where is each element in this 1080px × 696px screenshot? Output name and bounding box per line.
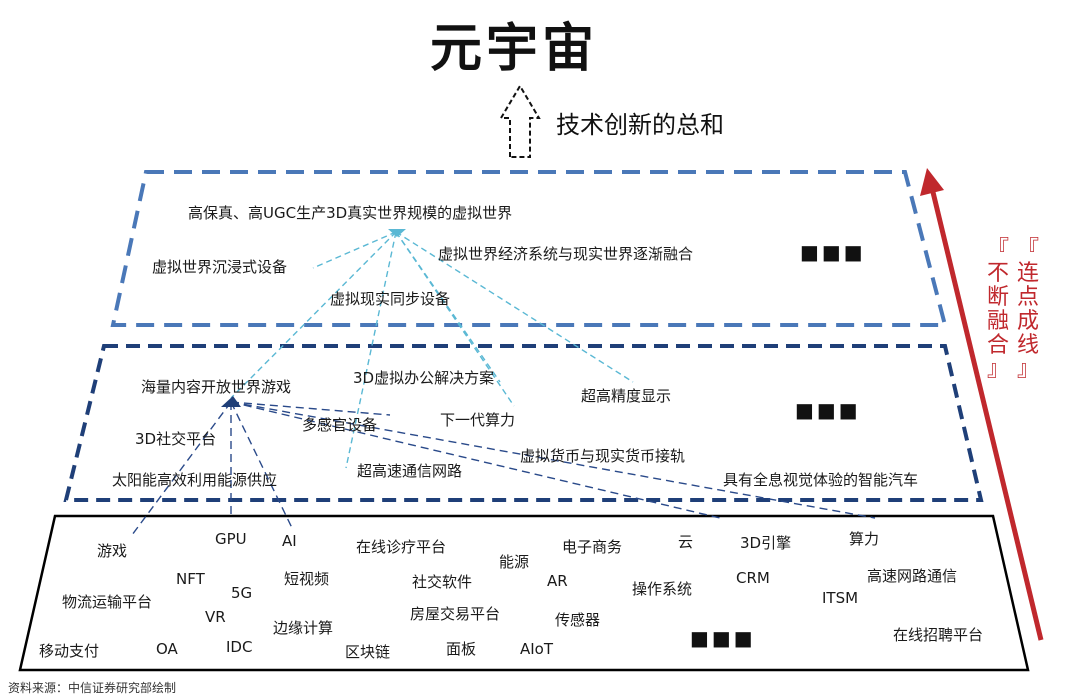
- side-right-char: 成: [1016, 309, 1039, 334]
- base-item: 能源: [499, 553, 530, 571]
- middle-item: 3D虚拟办公解决方案: [353, 369, 495, 387]
- base-item: 操作系统: [632, 580, 693, 598]
- base-item: 面板: [446, 640, 477, 658]
- top-node-marker: [388, 229, 406, 237]
- top-item: 虚拟世界经济系统与现实世界逐渐融合: [438, 245, 694, 263]
- base-item: OA: [156, 640, 178, 658]
- base-more-icon: ■■■: [690, 626, 756, 650]
- base-item: CRM: [736, 569, 770, 587]
- side-right-char: 线: [1016, 333, 1039, 358]
- middle-item: 多感官设备: [302, 416, 378, 434]
- side-left-char: 『: [986, 237, 1009, 262]
- base-item: 5G: [231, 584, 253, 602]
- base-layer-frame: [18, 514, 1030, 672]
- base-item: GPU: [215, 530, 247, 548]
- base-item: AI: [282, 532, 297, 550]
- middle-item: 太阳能高效利用能源供应: [112, 471, 278, 489]
- top-item: 虚拟现实同步设备: [330, 290, 451, 308]
- middle-item: 3D社交平台: [135, 430, 217, 448]
- side-right-char: 点: [1016, 285, 1039, 310]
- base-item: ITSM: [822, 589, 859, 607]
- base-item: AIoT: [520, 640, 554, 658]
- middle-layer-frame: [63, 344, 984, 502]
- top-item: 高保真、高UGC生产3D真实世界规模的虚拟世界: [188, 204, 513, 222]
- base-item: 算力: [849, 530, 880, 548]
- base-item: 边缘计算: [273, 619, 334, 637]
- base-item: 移动支付: [39, 642, 100, 660]
- progress-arrow-head: [920, 168, 944, 196]
- middle-item: 海量内容开放世界游戏: [141, 378, 292, 396]
- base-item: 区块链: [345, 643, 391, 661]
- top-more-icon: ■■■: [800, 240, 866, 264]
- up-arrow-icon: [499, 84, 541, 158]
- base-item: 3D引擎: [740, 534, 792, 552]
- middle-node-marker: [221, 396, 241, 407]
- base-item: 短视频: [284, 570, 330, 588]
- subtitle: 技术创新的总和: [556, 111, 724, 139]
- side-label-right: 『 连 点 成 线 』: [1015, 238, 1041, 382]
- base-item: 高速网路通信: [867, 567, 958, 585]
- side-left-char: 不: [986, 261, 1009, 286]
- source-note: 资料来源：中信证券研究部绘制: [8, 681, 177, 695]
- base-item: IDC: [226, 638, 253, 656]
- side-left-char: 断: [986, 285, 1009, 310]
- base-item: NFT: [176, 570, 205, 588]
- middle-item: 超高精度显示: [581, 387, 672, 405]
- base-item: 在线招聘平台: [893, 626, 984, 644]
- side-right-char: 』: [1016, 357, 1039, 382]
- top-layer-frame: [110, 170, 948, 327]
- middle-item: 具有全息视觉体验的智能汽车: [723, 471, 919, 489]
- middle-item: 下一代算力: [440, 411, 516, 429]
- side-left-char: 』: [986, 357, 1009, 382]
- base-item: 电子商务: [562, 538, 623, 556]
- base-item: VR: [205, 608, 226, 626]
- base-item: AR: [547, 572, 568, 590]
- base-item: 云: [678, 533, 694, 551]
- base-item: 物流运输平台: [62, 593, 153, 611]
- base-item: 社交软件: [412, 573, 473, 591]
- side-label-left: 『 不 断 融 合 』: [985, 238, 1011, 382]
- middle-more-icon: ■■■: [795, 398, 861, 422]
- side-left-char: 融: [986, 309, 1009, 334]
- top-connectors: [230, 231, 634, 469]
- side-left-char: 合: [986, 333, 1009, 358]
- top-item: 虚拟世界沉浸式设备: [152, 258, 288, 276]
- progress-arrow-shaft: [929, 187, 1044, 641]
- base-item: 房屋交易平台: [410, 605, 501, 623]
- base-item: 游戏: [97, 542, 128, 560]
- middle-item: 超高速通信网路: [357, 462, 463, 480]
- base-item: 传感器: [555, 611, 601, 629]
- side-right-char: 连: [1016, 261, 1039, 286]
- base-item: 在线诊疗平台: [356, 538, 447, 556]
- side-right-char: 『: [1016, 237, 1039, 262]
- middle-connectors: [131, 401, 876, 536]
- page-title: 元宇宙: [430, 18, 599, 79]
- middle-item: 虚拟货币与现实货币接轨: [520, 447, 686, 465]
